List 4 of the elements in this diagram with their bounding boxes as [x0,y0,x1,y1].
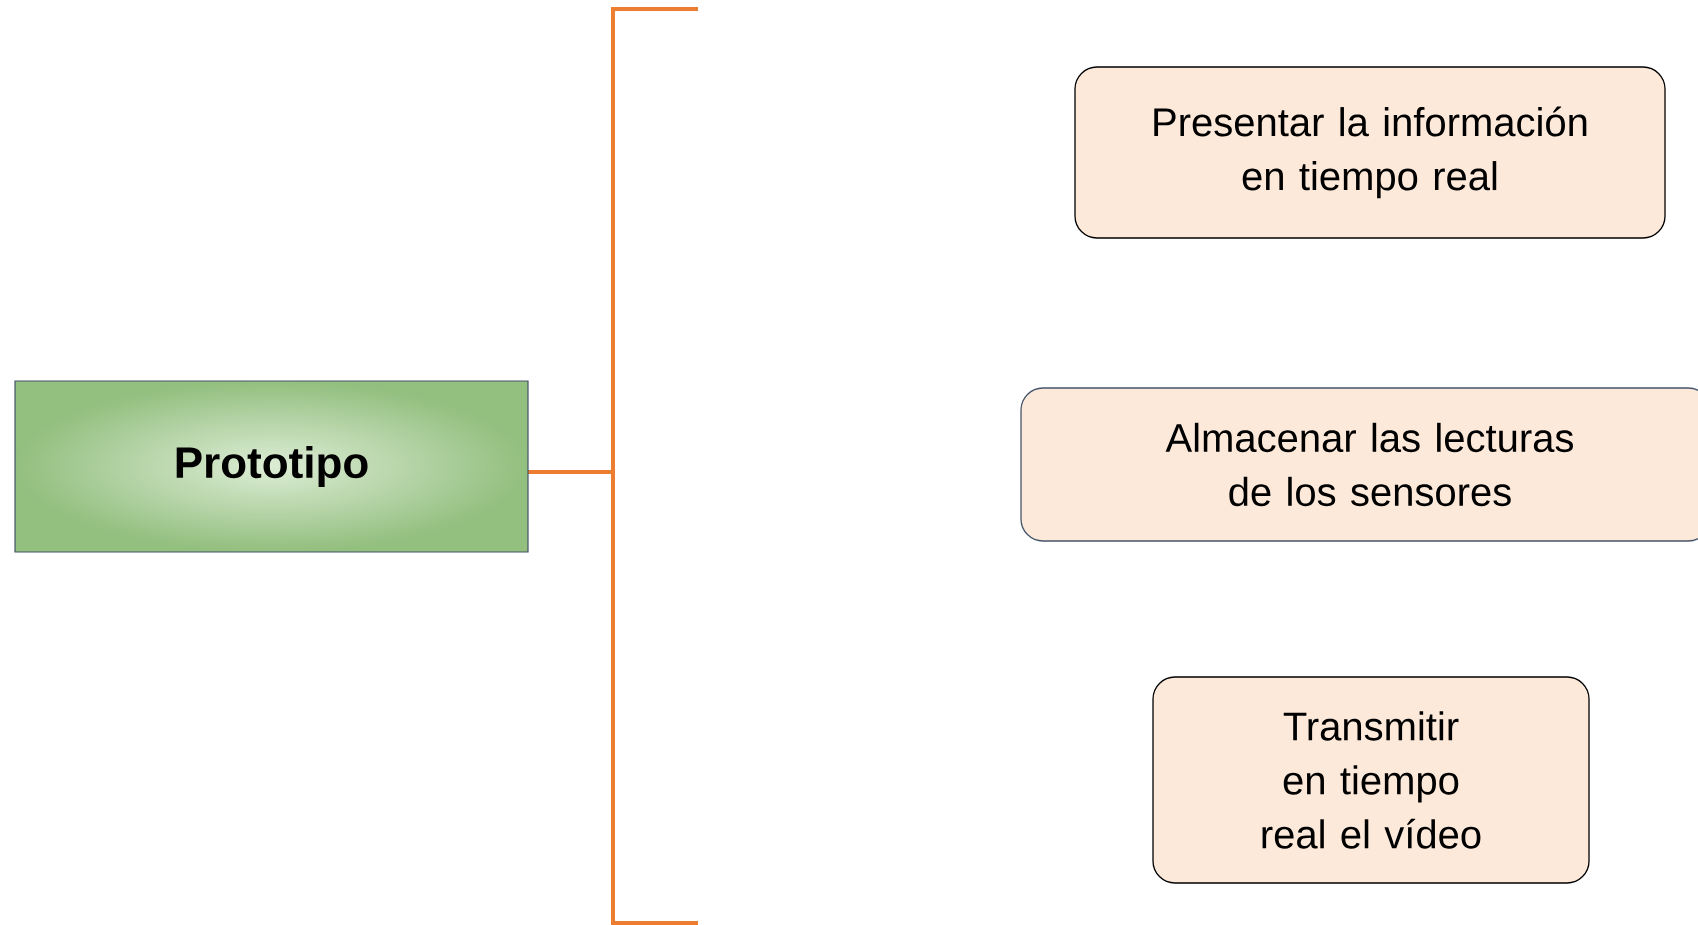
title-box: Prototipo [14,380,529,553]
task-box: Presentar la información en tiempo real [1074,66,1666,239]
task-box: Transmitir en tiempo real el vídeo [1152,676,1590,884]
task-box: Almacenar las lecturas de los sensores [1020,387,1698,542]
